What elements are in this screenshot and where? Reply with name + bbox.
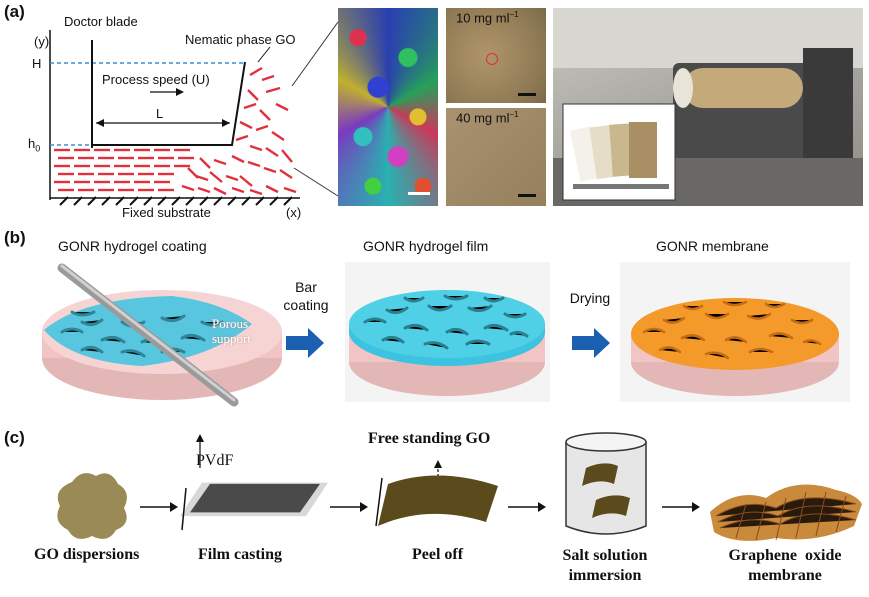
arrow-c2: [330, 502, 368, 512]
film-casting-illustration: [180, 434, 328, 531]
panel-a-label: (a): [4, 2, 25, 21]
photo-10-mg-ml: 10 mg ml−1: [446, 8, 546, 103]
coating-bar: [57, 263, 239, 407]
substrate-hatch: [59, 196, 293, 206]
go-dispersion-blob: [57, 473, 127, 539]
membrane-illustration: [620, 262, 850, 402]
conc-10-label: 10 mg ml−1: [456, 10, 519, 26]
free-standing-label: Free standing GO: [368, 430, 491, 447]
arrow-drying: [572, 328, 610, 358]
h0-label: h0: [28, 136, 41, 154]
red-circle-marker: [486, 53, 498, 65]
panel-b-label: (b): [4, 228, 26, 247]
go-bulk-random: [181, 66, 297, 196]
doctor-blade-label: Doctor blade: [64, 14, 138, 29]
photo-40-mg-ml: 40 mg ml−1: [446, 108, 546, 206]
go-dispersions-label: GO dispersions: [34, 546, 140, 563]
x-axis-label: (x): [286, 205, 302, 220]
go-membrane-label: Graphene oxide membrane: [728, 547, 842, 584]
length-label: L: [156, 106, 164, 121]
process-speed-label: Process speed (U): [102, 72, 210, 87]
scale-bar: [408, 192, 430, 195]
arrow-c1: [140, 502, 178, 512]
drying-label: Drying: [569, 290, 611, 306]
peel-off-illustration: [375, 460, 498, 527]
polarized-microscopy-image: [338, 8, 438, 206]
step3-title: GONR membrane: [656, 238, 769, 254]
arrow-bar-coating: [286, 328, 324, 358]
porous-support-label: Porous support: [212, 316, 251, 346]
pvdf-label: PVdF: [196, 452, 234, 469]
h-label: H: [32, 56, 42, 71]
graphene-oxide-membrane-surface: [710, 484, 862, 541]
panel-c-label: (c): [4, 428, 25, 447]
go-film-aligned: [54, 148, 194, 192]
scale-bar: [518, 194, 536, 197]
step1-title: GONR hydrogel coating: [58, 238, 207, 254]
coating-machine-photo: [553, 8, 863, 206]
conc-40-label: 40 mg ml−1: [456, 110, 519, 126]
substrate-label: Fixed substrate: [122, 205, 211, 220]
salt-solution-container: [565, 432, 647, 535]
scale-bar: [518, 93, 536, 96]
arrow-c4: [662, 502, 700, 512]
doctor-blade-schematic: [49, 21, 339, 206]
peel-off-label: Peel off: [412, 546, 464, 563]
y-axis-label: (y): [34, 34, 50, 49]
hydrogel-film-illustration: [345, 262, 550, 402]
hydrogel-coating-illustration: [42, 263, 282, 407]
nematic-label: Nematic phase GO: [185, 32, 296, 47]
film-casting-label: Film casting: [198, 546, 282, 563]
salt-solution-label: Salt solution immersion: [562, 547, 648, 584]
step2-title: GONR hydrogel film: [363, 238, 489, 254]
arrow-c3: [508, 502, 546, 512]
bar-coating-label: Bar coating: [283, 279, 329, 313]
